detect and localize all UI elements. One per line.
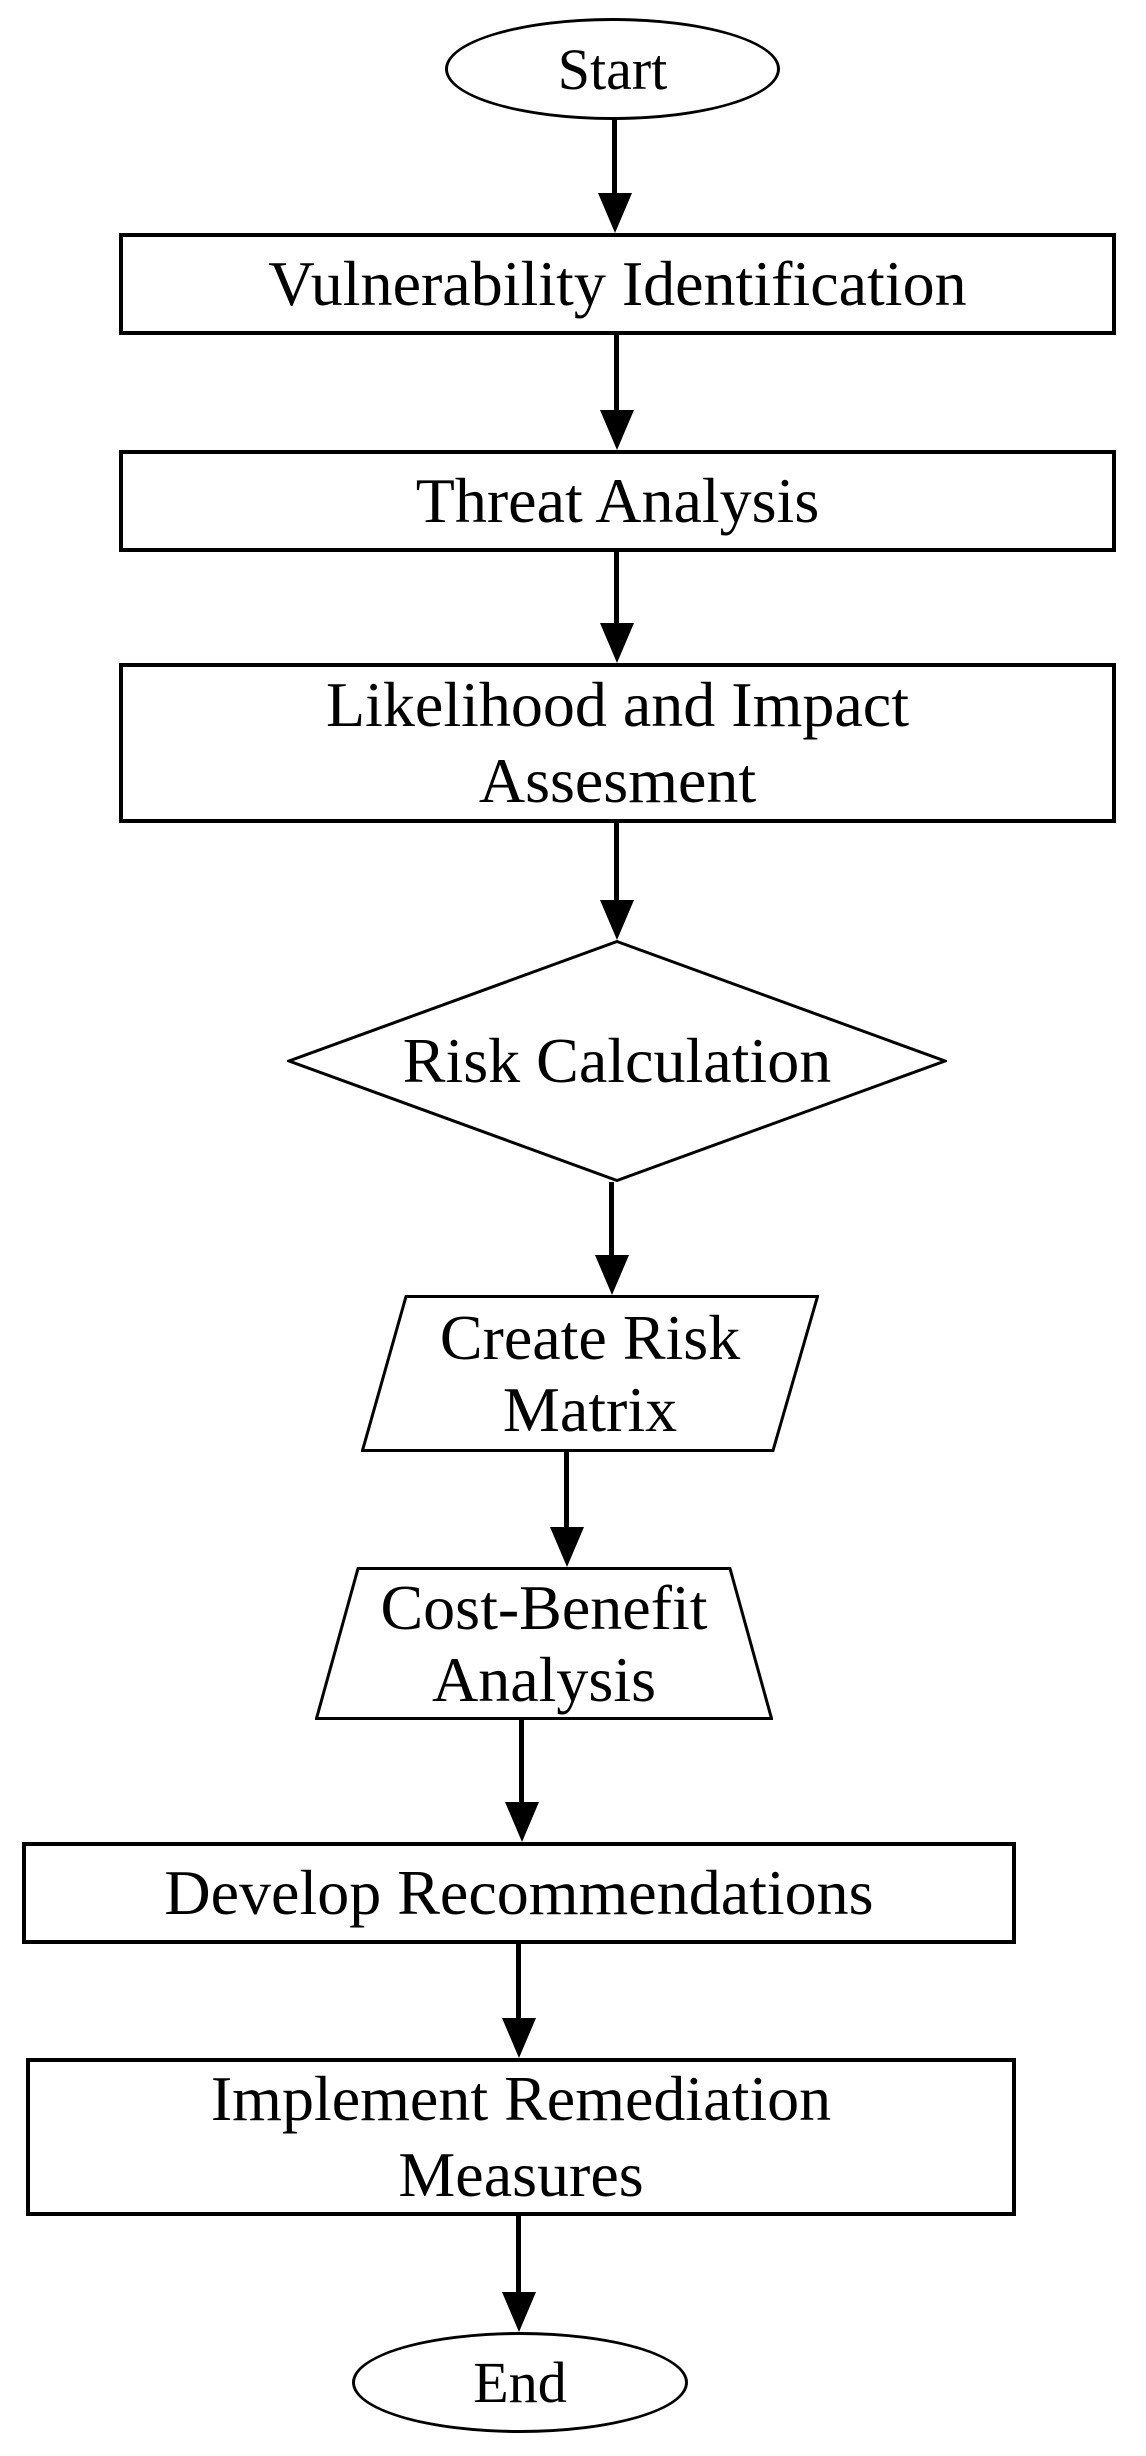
flow-node-end-label: End [473, 2350, 567, 2415]
flow-node-vulnerability-identification-label: Vulnerability Identification [268, 248, 967, 319]
flow-node-create-risk-matrix-line1: Create Risk [439, 1301, 741, 1373]
flow-node-start: Start [445, 18, 780, 120]
arrow-line [612, 120, 617, 195]
flow-node-implement-remediation-line1: Implement Remediation [210, 2063, 832, 2134]
arrow-line [516, 2216, 521, 2294]
arrow-line [519, 1720, 524, 1804]
flow-node-risk-calculation-label: Risk Calculation [402, 1025, 832, 1096]
arrowhead-down-icon [600, 623, 634, 663]
flow-node-develop-recommendations-label: Develop Recommendations [164, 1857, 874, 1928]
flow-node-create-risk-matrix-line2: Matrix [502, 1373, 678, 1445]
arrowhead-down-icon [550, 1527, 584, 1567]
flow-node-create-risk-matrix-label-box: Create Risk Matrix [361, 1295, 819, 1452]
flow-node-cost-benefit-analysis-line2: Analysis [432, 1643, 656, 1715]
arrow-line [609, 1182, 614, 1257]
flow-node-vulnerability-identification: Vulnerability Identification [119, 233, 1116, 335]
flow-node-risk-calculation-label-box: Risk Calculation [287, 940, 947, 1182]
arrow-line [614, 335, 619, 412]
flow-node-risk-calculation: Risk Calculation [287, 940, 947, 1182]
flow-node-end: End [352, 2332, 688, 2433]
parallelogram-shape [361, 1295, 819, 1452]
flow-node-create-risk-matrix: Create Risk Matrix [361, 1295, 819, 1452]
flow-node-cost-benefit-analysis-label-box: Cost-Benefit Analysis [315, 1567, 773, 1720]
arrow-line [516, 1944, 521, 2020]
arrowhead-down-icon [598, 193, 632, 233]
arrowhead-down-icon [595, 1255, 629, 1295]
arrow-line [614, 552, 619, 625]
diamond-shape [287, 940, 947, 1182]
flow-node-likelihood-impact-line2: Assesment [478, 745, 757, 816]
flow-node-cost-benefit-analysis: Cost-Benefit Analysis [315, 1567, 773, 1720]
arrowhead-down-icon [600, 410, 634, 450]
trapezoid-shape [315, 1567, 773, 1720]
flow-node-likelihood-impact-assesment: Likelihood and Impact Assesment [119, 663, 1116, 823]
flow-node-implement-remediation-line2: Measures [398, 2139, 644, 2210]
arrow-line [614, 823, 619, 902]
flow-node-threat-analysis: Threat Analysis [119, 450, 1116, 552]
arrowhead-down-icon [502, 2018, 536, 2058]
arrowhead-down-icon [600, 900, 634, 940]
flow-node-cost-benefit-analysis-line1: Cost-Benefit [380, 1571, 708, 1643]
flow-node-start-label: Start [557, 36, 668, 102]
arrowhead-down-icon [502, 2292, 536, 2332]
arrow-line [564, 1452, 569, 1529]
flow-node-implement-remediation-measures: Implement Remediation Measures [26, 2058, 1016, 2216]
arrowhead-down-icon [505, 1802, 539, 1842]
flow-node-develop-recommendations: Develop Recommendations [22, 1842, 1016, 1944]
flow-node-threat-analysis-label: Threat Analysis [415, 465, 820, 536]
flow-node-likelihood-impact-line1: Likelihood and Impact [326, 669, 909, 740]
